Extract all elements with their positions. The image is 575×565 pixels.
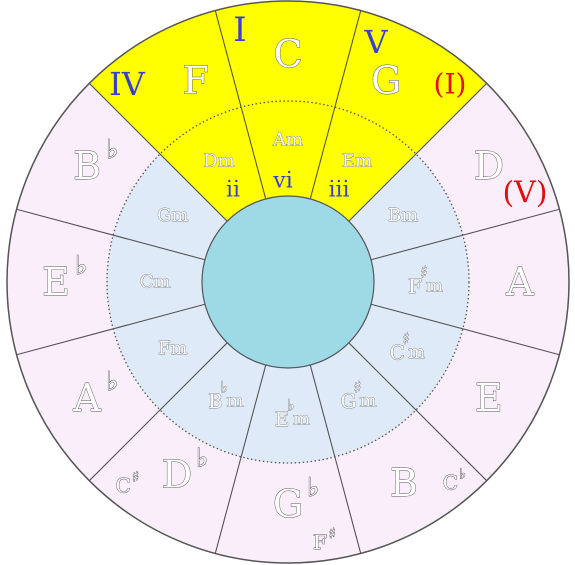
roman-subdominant: IV (109, 65, 146, 103)
divider-line (88, 342, 228, 482)
minor-key-label: Em (342, 151, 372, 172)
major-key-label: A (505, 260, 534, 304)
minor-sector (241, 365, 335, 463)
roman-tonic: I (233, 10, 246, 50)
minor-sector (310, 342, 416, 457)
minor-key-accidental: ♯ (354, 378, 362, 397)
minor-sector (160, 107, 266, 222)
divider-line (370, 303, 560, 356)
divider-line (16, 208, 206, 261)
minor-key-label: Gm (157, 205, 188, 226)
major-sector (16, 328, 161, 481)
minor-sector (348, 154, 463, 260)
major-key-label: C (273, 32, 302, 76)
minor-key-label: Bm (388, 205, 418, 226)
major-key-label: E (42, 260, 70, 304)
minor-key-label: Fm (158, 338, 188, 359)
divider-lines-layer (6, 0, 570, 564)
major-key-label: F (183, 59, 209, 103)
enharmonic-key-label: C (443, 471, 458, 495)
divider-line (370, 208, 560, 261)
minor-key-suffix: m (293, 409, 310, 430)
divider-line (214, 10, 267, 200)
roman-g-tonic: (I) (434, 68, 467, 101)
divider-line (309, 364, 362, 554)
minor-key-suffix: m (426, 276, 443, 297)
minor-sector (310, 107, 416, 222)
major-key-label: G (371, 59, 401, 103)
minor-sector (348, 304, 463, 410)
major-key-label: D (474, 144, 504, 188)
major-sector (462, 209, 569, 355)
minor-key-label: E (275, 407, 290, 431)
enharmonic-key-label: F (313, 530, 327, 554)
minor-sector (107, 235, 205, 329)
roman-d-dominant: (V) (502, 176, 547, 211)
divider-line (348, 82, 488, 222)
major-sector (334, 409, 487, 554)
major-key-accidental: ♭ (106, 367, 118, 397)
minor-sector (241, 101, 335, 199)
enharmonic-accidental: ♯ (132, 470, 139, 486)
minor-key-label: B (208, 389, 223, 413)
middle-ring (106, 100, 470, 464)
minor-key-label: Dm (203, 151, 235, 172)
minor-sector (113, 154, 228, 260)
divider-line (348, 342, 488, 482)
major-key-accidental: ♭ (196, 443, 208, 473)
major-key-label: B (390, 461, 418, 505)
minor-key-accidental: ♯ (420, 263, 428, 282)
major-sector (215, 1, 361, 108)
roman-dominant: V (363, 23, 388, 61)
enharmonic-accidental: ♯ (329, 526, 336, 542)
major-key-label: B (73, 144, 101, 188)
major-sector (16, 83, 161, 236)
divider-line (214, 364, 267, 554)
divider-line (309, 10, 362, 200)
major-key-label: D (162, 452, 192, 496)
minor-key-suffix: m (360, 391, 377, 412)
sectors-layer (6, 1, 569, 563)
roman-mediant: iii (328, 178, 349, 203)
enharmonic-accidental: ♭ (459, 467, 466, 483)
divider-line (16, 303, 206, 356)
minor-key-accidental: ♭ (221, 378, 229, 397)
major-key-label: A (72, 376, 101, 420)
minor-key-suffix: m (227, 391, 244, 412)
major-key-accidental: ♭ (106, 135, 118, 165)
divider-line (88, 82, 228, 222)
major-sector (89, 409, 242, 554)
roman-relative-minor: vi (272, 169, 292, 194)
enharmonic-key-label: C (115, 474, 130, 498)
minor-key-accidental: ♭ (287, 396, 295, 415)
minor-sector (113, 304, 228, 410)
major-sector (6, 209, 114, 355)
minor-key-label: Am (272, 130, 303, 151)
minor-key-suffix: m (408, 342, 425, 363)
major-key-accidental: ♭ (75, 251, 87, 281)
minor-key-label: F (408, 274, 422, 298)
minor-sector (160, 342, 266, 457)
major-sector (415, 83, 560, 236)
major-key-label: E (475, 376, 503, 420)
minor-key-label: G (341, 389, 357, 413)
major-key-label: G (273, 482, 303, 526)
minor-key-label: C (390, 341, 405, 365)
major-sector (415, 328, 560, 481)
major-key-accidental: ♭ (307, 473, 319, 503)
minor-sector (371, 235, 469, 329)
roman-supertonic: ii (226, 178, 240, 203)
outer-ring (6, 0, 570, 564)
labels-layer: CGDAEBG♭F♯D♭C♯A♭E♭B♭FC♭AmEmBmF♯mC♯mG♯mE♭… (42, 10, 548, 554)
major-sector (89, 10, 242, 155)
major-sector (334, 10, 487, 155)
major-sector (215, 456, 361, 563)
minor-key-label: Cm (140, 272, 171, 293)
center-circle (201, 195, 375, 369)
minor-key-accidental: ♯ (402, 329, 410, 348)
